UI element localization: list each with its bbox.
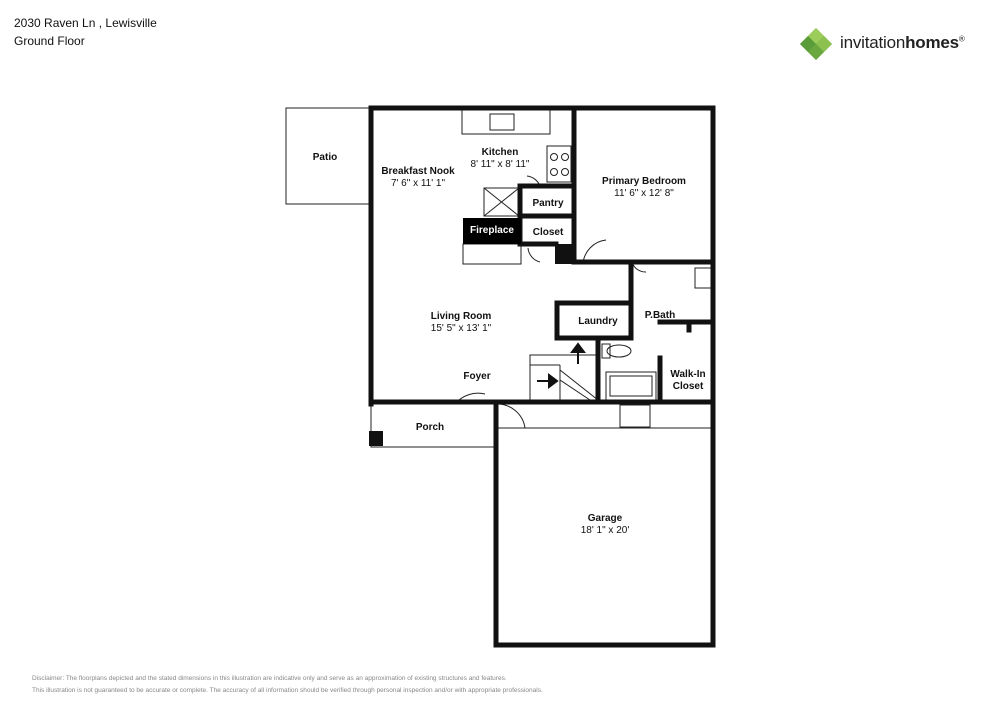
brand-wordmark: invitationhomes® — [840, 33, 965, 52]
porch-label: Porch — [416, 422, 444, 433]
kitchen-dims: 8' 11" x 8' 11" — [471, 159, 530, 170]
kitchen-label: Kitchen — [482, 147, 519, 158]
breakfast-nook-label: Breakfast Nook — [381, 166, 455, 177]
closet-label: Closet — [533, 227, 564, 238]
brand-name-bold: homes — [905, 33, 959, 52]
garage-dims: 18' 1" x 20' — [581, 525, 630, 536]
brand-logo: invitationhomes® — [798, 26, 983, 62]
address-title: 2030 Raven Ln , Lewisville — [14, 16, 157, 30]
garage-label: Garage — [588, 513, 623, 524]
pantry-label: Pantry — [532, 198, 564, 209]
fireplace-block — [463, 218, 521, 244]
laundry-label: Laundry — [578, 316, 618, 327]
logo-mark-icon — [800, 28, 832, 60]
primary-bedroom-dims: 11' 6" x 12' 8" — [614, 188, 674, 199]
p-bath-label: P.Bath — [645, 310, 675, 321]
living-room-label: Living Room — [431, 311, 492, 322]
floor-label: Ground Floor — [14, 34, 85, 48]
breakfast-nook-dims: 7' 6" x 11' 1" — [391, 178, 446, 189]
brand-name-light: invitation — [840, 33, 906, 52]
walk-in-closet-label-2: Closet — [673, 381, 704, 392]
walk-in-closet-label-1: Walk-In — [670, 369, 705, 380]
patio-label: Patio — [313, 152, 337, 163]
disclaimer-line-2: This illustration is not guaranteed to b… — [32, 687, 543, 694]
fireplace-label: Fireplace — [470, 225, 514, 236]
disclaimer-line-1: Disclaimer: The floorplans depicted and … — [32, 675, 507, 682]
foyer-label: Foyer — [463, 371, 490, 382]
living-room-dims: 15' 5" x 13' 1" — [431, 323, 492, 334]
primary-bedroom-label: Primary Bedroom — [602, 176, 686, 187]
